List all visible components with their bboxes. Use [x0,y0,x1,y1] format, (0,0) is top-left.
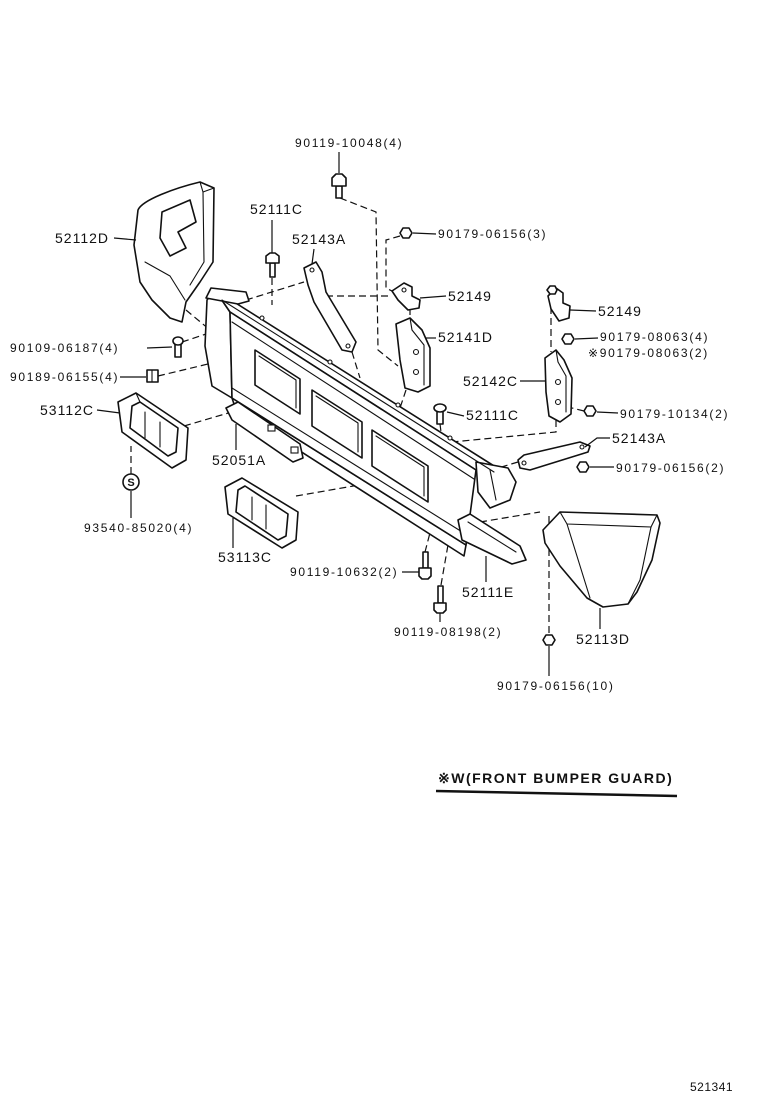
nut-90179-10134 [583,405,597,417]
label-right-end-cap: 52113D [576,631,630,647]
label-left-bezel: 53112C [40,402,94,418]
label-nut-06156-right: 90179-06156(2) [616,461,725,475]
right-stay-52143a [517,441,591,471]
label-left-end-cap: 52112D [55,230,109,246]
bolt-90119-10632 [418,551,432,580]
bolt-90119-08198 [433,585,447,614]
label-bracket-52142c: 52142C [463,373,518,389]
nut-90179-06156-right [576,461,590,473]
label-right-stay: 52143A [612,430,666,446]
guard-note-text: ※W(FRONT BUMPER GUARD) [438,770,673,786]
label-bracket-52149-left: 52149 [448,288,492,304]
nut-90179-06156-top [399,227,413,239]
bracket-52149-left [391,282,421,311]
label-bolt-52111c-left: 52111C [250,201,303,217]
label-nut-top: 90179-06156(3) [438,227,547,241]
bolt-90119-10048 [331,173,347,199]
cover-52051a [225,401,304,463]
part-labels: 90119-10048(4) 52112D 52111C 52143A 9017… [10,136,729,693]
guard-note-underline [435,789,678,798]
label-bracket-52149-right: 52149 [598,303,642,319]
label-nut-08063: 90179-08063(4) [600,330,709,344]
bracket-52142c [544,349,573,423]
label-left-stay: 52143A [292,231,346,247]
bumper-extension-52111e [457,513,527,565]
bolt-90109-06187 [172,336,184,358]
label-right-bezel: 53113C [218,549,272,565]
left-stay-52143a [303,261,357,353]
right-end-cap-52113d [542,511,661,608]
label-bracket-52141d: 52141D [438,329,493,345]
screw-symbol-letter: S [127,477,134,489]
bolt-52111c-left [265,252,280,278]
screw-symbol: S [122,473,140,491]
label-bolt-52111c-mid: 52111C [466,407,519,423]
bolt-52111c-mid [433,403,447,425]
label-nut-10134: 90179-10134(2) [620,407,729,421]
label-bolt-90119-10048: 90119-10048(4) [295,136,403,150]
nut-90179-06156-bottom [542,634,556,646]
left-end-cap-52112d [133,181,215,323]
nut-90189-06155 [146,369,159,383]
left-bezel-53112c [117,392,189,469]
label-extension-52111e: 52111E [462,584,514,600]
leader-lines [96,152,619,676]
figure-number: 521341 [690,1080,733,1094]
right-bezel-53113c [224,477,299,549]
nut-90179-08063 [561,333,575,345]
label-bolt-06187: 90109-06187(4) [10,341,119,355]
label-nut-06155: 90189-06155(4) [10,370,119,384]
bracket-52141d [395,317,431,393]
label-bolt-10632: 90119-10632(2) [290,565,398,579]
label-bolt-08198: 90119-08198(2) [394,625,502,639]
label-cover-52051a: 52051A [212,452,266,468]
bracket-52149-right [546,285,571,322]
label-screw-85020: 93540-85020(4) [84,521,193,535]
guard-note: ※W(FRONT BUMPER GUARD) [435,770,678,798]
label-nut-08063-guard: ※90179-08063(2) [588,346,709,360]
label-nut-06156-bottom: 90179-06156(10) [497,679,615,693]
